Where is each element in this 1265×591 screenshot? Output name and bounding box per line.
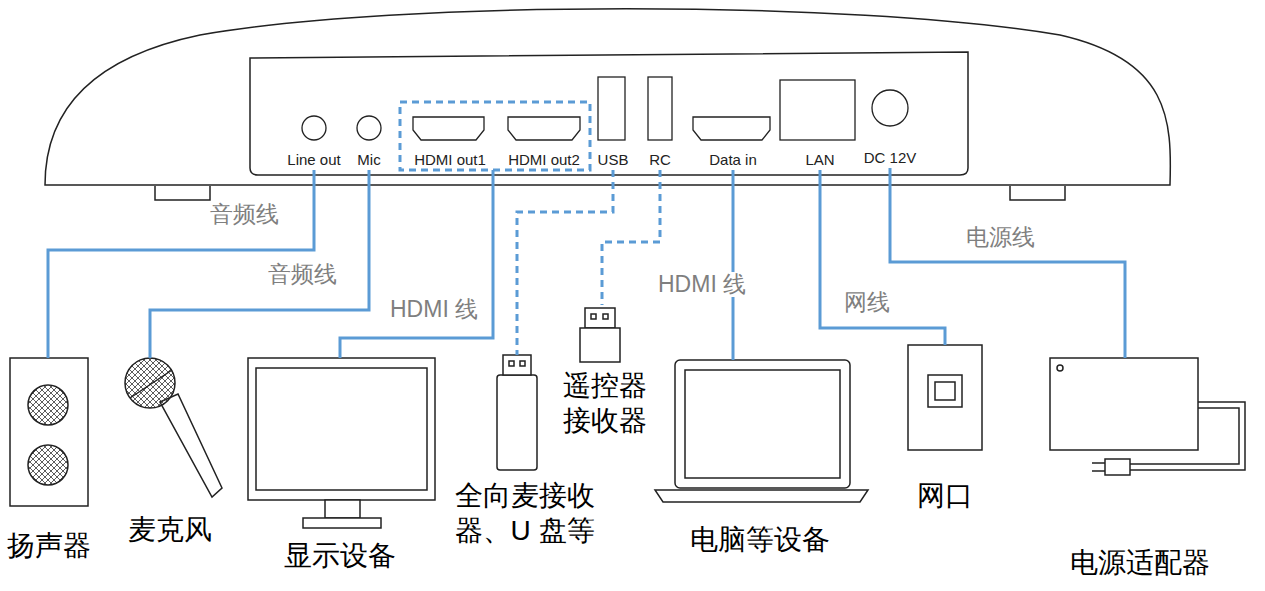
port-label: Data in [709, 152, 757, 169]
cable [517, 170, 613, 355]
line-out-port: Line out [276, 112, 352, 170]
hdmi-out-port: HDMI out1 [405, 112, 495, 170]
cable [340, 170, 493, 358]
cable [150, 170, 369, 358]
power-adapter: 电源适配器 [1050, 358, 1198, 450]
port-label: Mic [357, 152, 380, 169]
device-label: 麦克风 [128, 512, 212, 547]
port-label: LAN [805, 152, 834, 169]
display: 显示设备 [248, 358, 435, 528]
speaker: 扬声器 [10, 358, 88, 506]
device-label: 扬声器 [7, 528, 91, 563]
microphone: 麦克风 [120, 358, 230, 498]
hdmi-out-port: HDMI out2 [500, 112, 588, 170]
cable [732, 170, 735, 360]
usb-receiver: 全向麦接收器、U 盘等 [497, 355, 538, 470]
device-label: 遥控器 接收器 [559, 368, 651, 438]
cable-label: 网线 [842, 290, 892, 315]
port-label: Line out [287, 152, 340, 169]
port-label: RC [649, 152, 671, 169]
housing [45, 9, 1170, 200]
network-socket: 网口 [908, 345, 982, 450]
lan-port: LAN [776, 78, 864, 170]
device-label: 显示设备 [284, 538, 396, 573]
devices [10, 308, 1245, 528]
remote-receiver: 遥控器 接收器 [580, 305, 620, 362]
port-label: HDMI out2 [508, 152, 580, 169]
cable [602, 170, 660, 305]
device-label: 电脑等设备 [690, 522, 830, 557]
hdmi-group-bracket [400, 102, 590, 170]
cable-label: 音频线 [208, 202, 281, 227]
usb-port: USB [594, 75, 632, 170]
mic-port: Mic [352, 112, 386, 170]
dc-power-port: DC 12V [858, 88, 922, 168]
data-in-port: Data in [688, 112, 778, 170]
port-label: DC 12V [864, 150, 917, 167]
device-label: 网口 [917, 478, 973, 513]
cable-label: HDMI 线 [656, 272, 748, 297]
cable [890, 168, 1125, 358]
port-label: USB [598, 152, 629, 169]
ports [302, 77, 908, 140]
port-label: HDMI out1 [414, 152, 486, 169]
device-label: 电源适配器 [1070, 545, 1210, 580]
cable-label: 电源线 [964, 225, 1037, 250]
rc-port: RC [642, 75, 678, 170]
cable-label: 音频线 [266, 262, 339, 287]
device-label: 全向麦接收器、U 盘等 [449, 478, 601, 548]
computer: 电脑等设备 [655, 360, 865, 502]
cable-label: HDMI 线 [388, 297, 480, 322]
cable [820, 170, 945, 345]
